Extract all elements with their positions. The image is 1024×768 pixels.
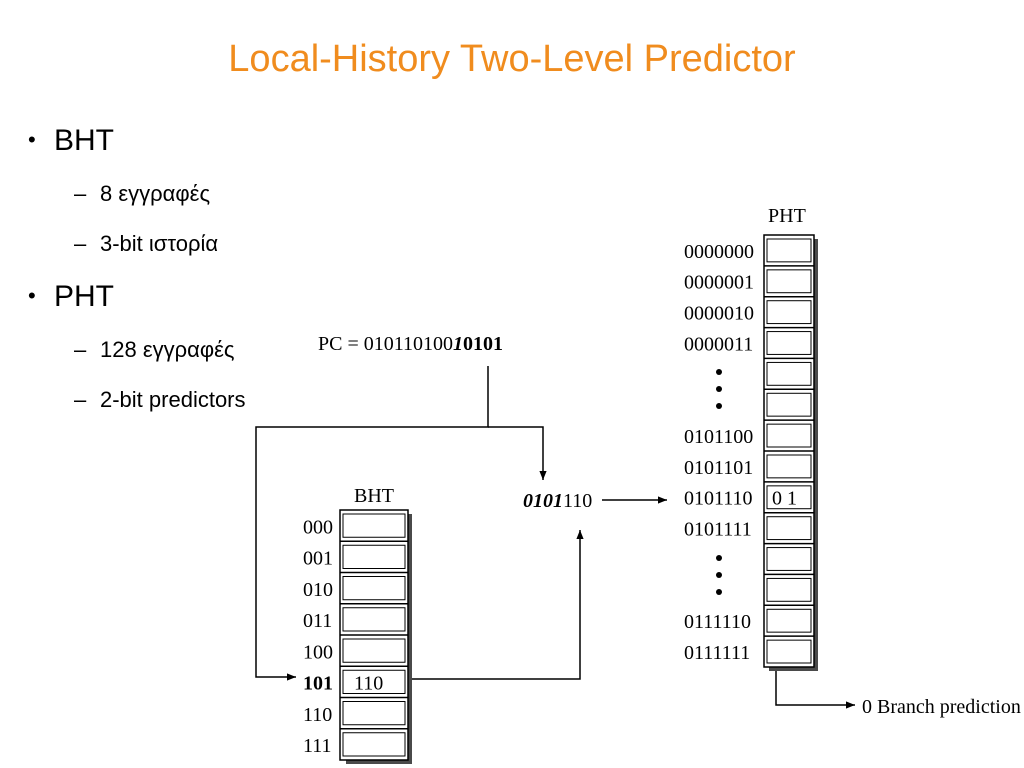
pht-title: PHT xyxy=(768,205,806,227)
bht-row-label: 000 xyxy=(303,516,333,538)
pht-row-label: 0111111 xyxy=(684,642,750,664)
sub-bullet: –8 εγγραφές xyxy=(74,181,210,207)
bht-cell xyxy=(342,576,406,601)
dash: – xyxy=(74,231,87,256)
pht-cell xyxy=(766,423,812,448)
dash: – xyxy=(74,387,87,412)
bht-row-label: 111 xyxy=(303,735,332,757)
pht-row-label: 0000001 xyxy=(684,272,754,294)
sub-bullet: –2-bit predictors xyxy=(74,387,246,413)
dash: – xyxy=(74,181,87,206)
pht-index-value: 0101110 xyxy=(523,490,592,512)
pht-cell xyxy=(766,608,812,633)
bullet-bht: • BHT xyxy=(28,124,114,158)
pc-to-bht-arrow xyxy=(255,366,489,681)
bht-table: 000 001 010 011 100 101 110 110 111 xyxy=(303,509,412,764)
pht-row-label: 0101100 xyxy=(684,426,753,448)
bht-cell xyxy=(342,544,406,569)
sub-bullet-text: 3-bit ιστορία xyxy=(100,231,219,256)
bht-cell xyxy=(342,607,406,632)
pht-cell xyxy=(766,392,812,417)
bht-row-label: 110 xyxy=(303,704,332,726)
pht-cell xyxy=(766,361,812,386)
pht-ellipsis-lower xyxy=(716,555,722,595)
pht-cell xyxy=(766,547,812,571)
branch-prediction-label: 0 Branch prediction xyxy=(862,696,1021,718)
bht-cell xyxy=(342,669,406,694)
bullet-dot: • xyxy=(28,127,36,152)
bht-row-label: 101 xyxy=(303,673,333,695)
history-to-index-arrow xyxy=(410,530,584,680)
bht-title: BHT xyxy=(354,485,394,507)
pc-label: PC = 01011010010101 xyxy=(318,333,503,355)
pht-cell xyxy=(766,516,812,541)
bullet-label: PHT xyxy=(54,280,114,313)
pht-row-label: 0111110 xyxy=(684,611,751,633)
bullet-label: BHT xyxy=(54,124,114,157)
sub-bullet-text: 128 εγγραφές xyxy=(100,337,235,362)
bht-cell xyxy=(342,701,406,726)
page-title: Local-History Two-Level Predictor xyxy=(228,38,796,80)
dash: – xyxy=(74,337,87,362)
sub-bullet: –3-bit ιστορία xyxy=(74,231,218,257)
bullet-dot: • xyxy=(28,283,36,308)
pht-row-label: 0101101 xyxy=(684,457,753,479)
pht-row-label: 0101110 xyxy=(684,488,753,510)
pht-row-label: 0000011 xyxy=(684,333,753,355)
pht-cell xyxy=(766,269,812,294)
pht-cell xyxy=(766,331,812,355)
bht-row-label: 001 xyxy=(303,548,333,570)
pht-cell xyxy=(766,300,812,325)
bht-row-label: 011 xyxy=(303,610,332,632)
pht-row-label: 0000010 xyxy=(684,303,754,325)
pht-cell xyxy=(766,485,812,510)
pc-to-index-arrow xyxy=(488,426,547,480)
bht-selected-history: 110 xyxy=(354,673,383,695)
bht-cell xyxy=(342,513,406,538)
pht-cell xyxy=(766,639,812,664)
pht-ellipsis-upper xyxy=(716,369,722,409)
pht-row-label: 0000000 xyxy=(684,241,754,263)
bht-row-label: 010 xyxy=(303,579,333,601)
bht-row-label: 100 xyxy=(303,641,333,663)
sub-bullet-text: 8 εγγραφές xyxy=(100,181,211,206)
bullet-pht: • PHT xyxy=(28,280,114,314)
pht-cell xyxy=(766,454,812,479)
sub-bullet: –128 εγγραφές xyxy=(74,337,235,363)
bht-cell xyxy=(342,732,406,757)
pht-cell xyxy=(766,238,812,263)
pht-row-label: 0101111 xyxy=(684,519,752,541)
bht-cell xyxy=(342,638,406,663)
pht-cell xyxy=(766,577,812,602)
pht-selected-counter: 0 1 xyxy=(772,488,797,510)
sub-bullet-text: 2-bit predictors xyxy=(100,387,246,412)
pht-table: 0000000 0000001 0000010 0000011 0101100 01011… xyxy=(684,234,818,671)
